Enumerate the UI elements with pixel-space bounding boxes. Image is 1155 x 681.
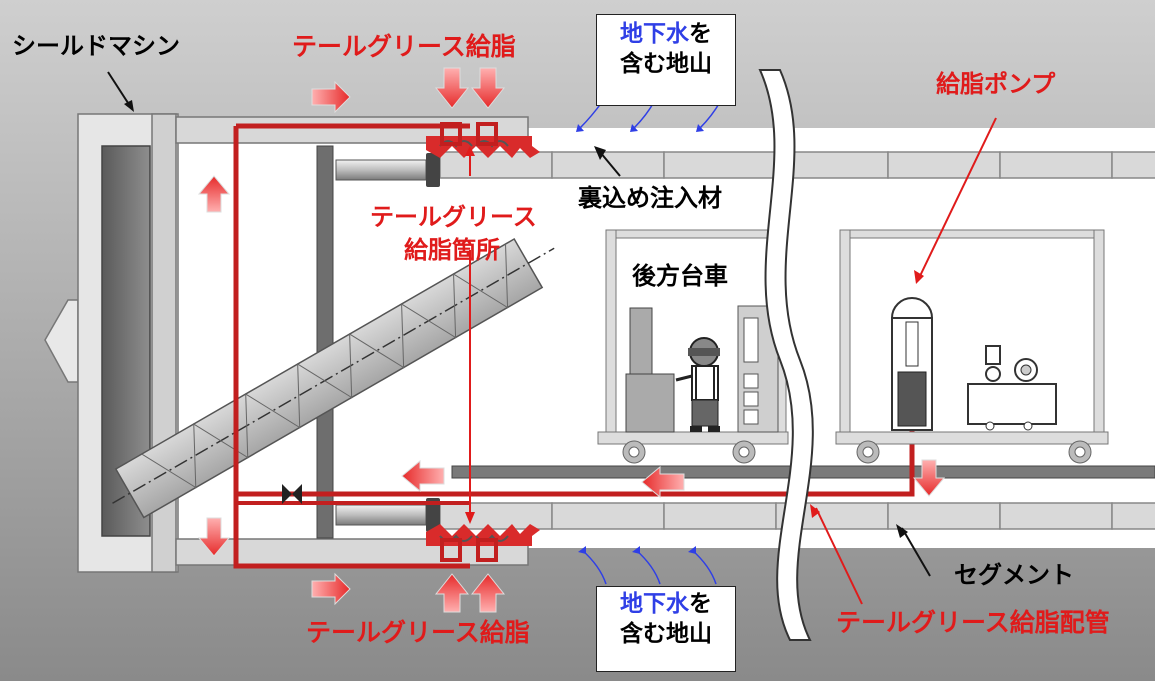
label-grease-point-2: 給脂箇所 xyxy=(404,236,500,264)
arrow-down-icon xyxy=(912,459,946,497)
arrow-right-icon xyxy=(311,572,351,606)
segment-row-top xyxy=(439,151,1155,179)
tail-seal-top xyxy=(426,122,540,158)
groundwater-box-top: 地下水を 含む地山 xyxy=(596,14,736,106)
arrow-left-icon xyxy=(401,459,445,493)
valve-icon xyxy=(282,484,302,504)
groundwater-box-bottom: 地下水を 含む地山 xyxy=(596,586,736,672)
label-segment: セグメント xyxy=(954,561,1074,589)
flow-arrows xyxy=(197,67,946,613)
worker-icon xyxy=(675,337,720,432)
screw-conveyor xyxy=(112,237,555,519)
arrow-down-icon xyxy=(470,67,506,109)
groundwater-rest: を xyxy=(689,21,712,47)
groundwater-highlight: 地下水 xyxy=(620,21,689,47)
grease-pump-icon xyxy=(890,297,934,431)
label-tail-grease-bottom: テールグリース給脂 xyxy=(306,618,530,647)
bulkhead xyxy=(316,145,334,539)
compressor-icon xyxy=(967,345,1057,431)
shield-jack-bottom xyxy=(335,498,440,532)
arrow-down-icon xyxy=(434,67,470,109)
arrow-down-icon xyxy=(197,517,231,557)
label-rear-carriage: 後方台車 xyxy=(632,262,728,290)
label-backfill: 裏込め注入材 xyxy=(578,184,722,212)
groundwater-line2: 含む地山 xyxy=(620,51,712,77)
label-grease-piping: テールグリース給脂配管 xyxy=(836,608,1110,637)
groundwater-highlight: 地下水 xyxy=(620,591,689,617)
label-shield-machine: シールドマシン xyxy=(12,32,180,60)
shield-jack-top xyxy=(335,153,440,187)
arrow-up-icon xyxy=(197,175,231,213)
label-tail-grease-top: テールグリース給脂 xyxy=(292,32,516,61)
label-grease-point-1: テールグリース xyxy=(370,203,537,231)
leader-lines xyxy=(107,71,997,605)
groundwater-rest: を xyxy=(689,591,712,617)
water-arrows-bottom xyxy=(578,546,717,585)
groundwater-line2: 含む地山 xyxy=(620,621,712,647)
grease-piping xyxy=(233,123,915,569)
tail-seal-bottom xyxy=(426,524,540,562)
arrow-right-icon xyxy=(311,80,351,114)
label-grease-pump: 給脂ポンプ xyxy=(936,70,1056,98)
arrow-up-icon xyxy=(434,573,470,613)
break-line xyxy=(758,69,814,641)
arrow-up-icon xyxy=(470,573,506,613)
rear-carriage-right xyxy=(835,229,1109,464)
arrow-left-icon xyxy=(641,465,685,499)
